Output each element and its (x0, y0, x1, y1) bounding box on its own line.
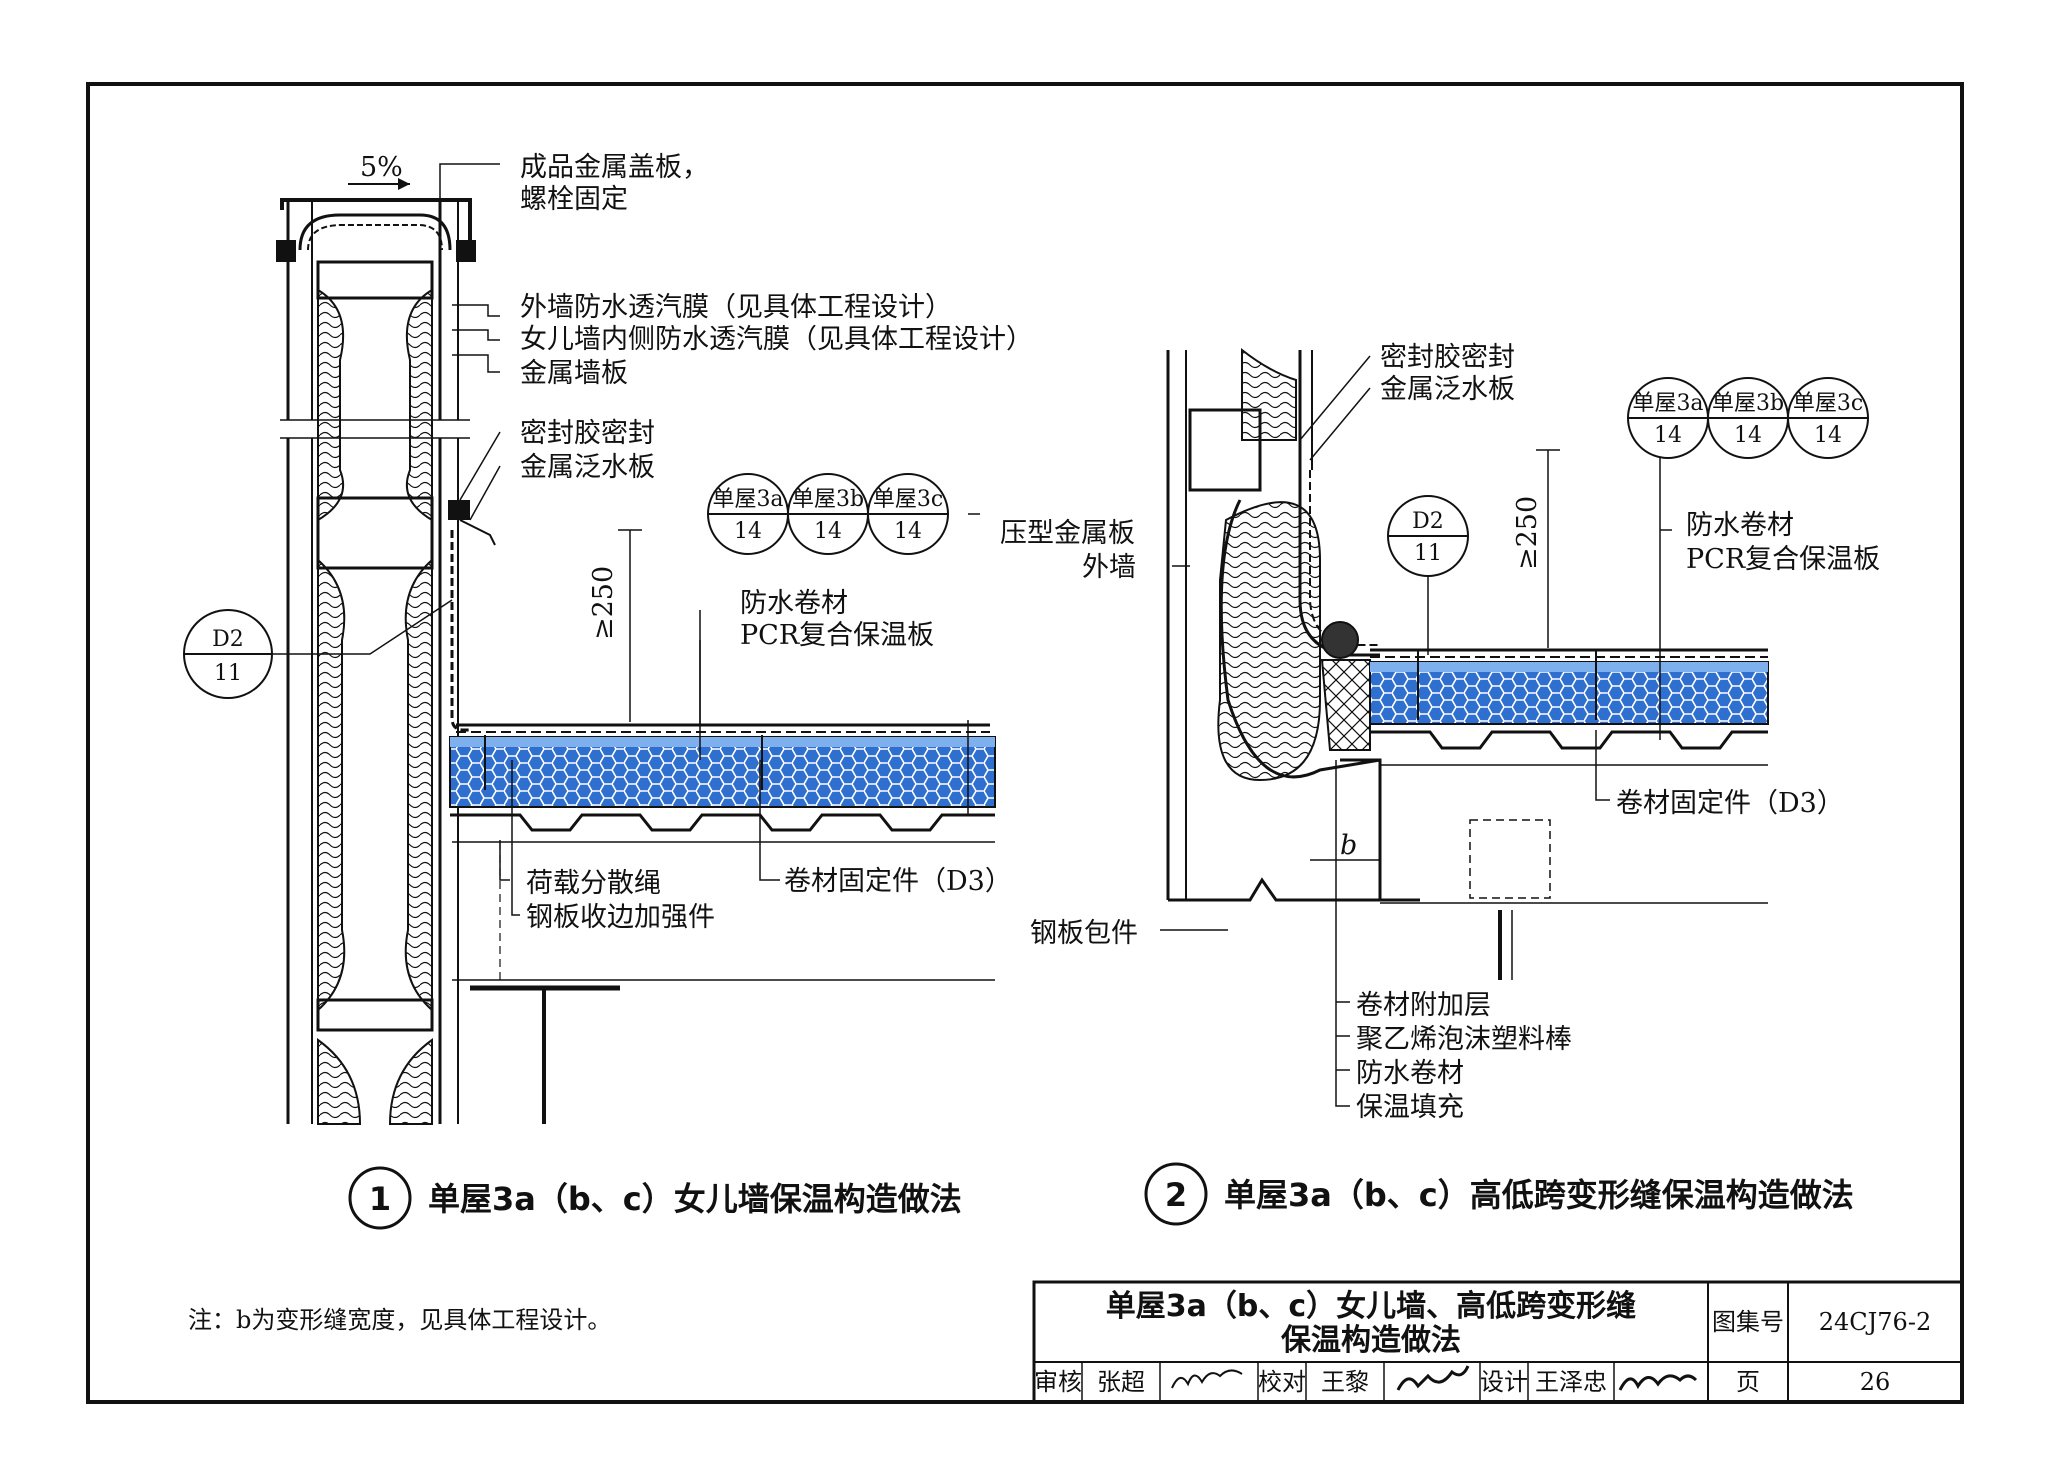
tb-review-label: 审核 (1034, 1368, 1082, 1396)
slope-label: 5% (360, 152, 403, 183)
svg-text:D2: D2 (1412, 509, 1444, 534)
label-add-layer: 卷材附加层 (1356, 990, 1491, 1021)
detail-1-refs: 单屋3a 14 单屋3b 14 单屋3c 14 (707, 473, 949, 555)
detail-2-leaders (1160, 355, 1672, 1107)
label-foam-rod: 聚乙烯泡沫塑料棒 (1356, 1024, 1572, 1055)
detail-1-callout: D2 11 (183, 609, 273, 699)
ref-2c: 单屋3c (1793, 391, 1863, 416)
tb-title-line2: 保温构造做法 (1281, 1323, 1461, 1358)
label-flashing: 金属泛水板 (520, 452, 655, 483)
ref-1b: 单屋3b (792, 487, 864, 512)
title-block: 单屋3a（b、c）女儿墙、高低跨变形缝 保温构造做法 图集号 24CJ76-2 … (1032, 1280, 1964, 1404)
label-outer-wall: 外墙 (1082, 552, 1136, 583)
svg-text:14: 14 (1814, 423, 1842, 448)
detail-1-title: 1 单屋3a（b、c）女儿墙保温构造做法 (348, 1166, 962, 1230)
label-height: ≥250 (588, 566, 619, 640)
detail-2-title: 2 单屋3a（b、c）高低跨变形缝保温构造做法 (1144, 1162, 1854, 1226)
label-inner-membrane: 女儿墙内侧防水透汽膜（见具体工程设计） (520, 324, 1033, 355)
tb-designer-signature (1618, 1374, 1698, 1391)
svg-text:11: 11 (214, 661, 242, 686)
tb-reviewer: 张超 (1097, 1368, 1145, 1396)
note-text: 注：b为变形缝宽度，见具体工程设计。 (188, 1306, 611, 1334)
label-b: b (1340, 830, 1357, 861)
label-membrane: 防水卷材 (740, 588, 848, 619)
label-rope: 荷载分散绳 (526, 868, 661, 899)
label-fastener-2: 卷材固定件（D3） (1616, 788, 1844, 819)
svg-text:1: 1 (369, 1180, 391, 1218)
tb-page-label: 页 (1736, 1368, 1760, 1396)
label-sealant: 密封胶密封 (520, 418, 655, 449)
label-wall-panel: 金属墙板 (520, 358, 628, 389)
tb-design-label: 设计 (1480, 1368, 1528, 1396)
tb-check-label: 校对 (1258, 1368, 1306, 1396)
label-edge: 钢板收边加强件 (526, 902, 715, 933)
svg-text:2: 2 (1165, 1176, 1187, 1214)
ref-1c: 单屋3c (873, 487, 943, 512)
label-wrap-plate: 钢板包件 (1030, 918, 1138, 949)
label-membrane-2: 防水卷材 (1686, 510, 1794, 541)
label-membrane-3: 防水卷材 (1356, 1058, 1464, 1089)
detail-2-expansion-joint (1166, 347, 1769, 980)
label-fastener: 卷材固定件（D3） (784, 866, 1012, 897)
detail-2-refs: 单屋3a 14 单屋3b 14 单屋3c 14 (1627, 377, 1869, 459)
detail-2-callout: D2 11 (1387, 495, 1469, 655)
label-height-2: ≥250 (1512, 496, 1543, 570)
ref-2b: 单屋3b (1712, 391, 1784, 416)
tb-page-no: 26 (1860, 1368, 1891, 1396)
tb-atlas-no: 24CJ76-2 (1819, 1308, 1931, 1336)
svg-text:单屋3a（b、c）女儿墙保温构造做法: 单屋3a（b、c）女儿墙保温构造做法 (428, 1180, 962, 1218)
ref-1a: 单屋3a (712, 487, 783, 512)
label-fill: 保温填充 (1356, 1092, 1464, 1123)
label-flashing-2: 金属泛水板 (1380, 374, 1515, 405)
svg-text:14: 14 (1734, 423, 1762, 448)
sheet-border (86, 82, 1964, 1404)
label-pcr: PCR复合保温板 (740, 620, 934, 651)
label-cover: 成品金属盖板， (520, 152, 709, 183)
tb-atlas-label: 图集号 (1712, 1308, 1784, 1336)
svg-text:14: 14 (894, 519, 922, 544)
ref-2a: 单屋3a (1632, 391, 1703, 416)
tb-title-line1: 单屋3a（b、c）女儿墙、高低跨变形缝 (1106, 1289, 1636, 1324)
label-outer-membrane: 外墙防水透汽膜（见具体工程设计） (520, 292, 952, 323)
tb-checker: 王黎 (1321, 1368, 1369, 1396)
svg-text:11: 11 (1414, 541, 1442, 566)
tb-reviewer-signature (1171, 1369, 1243, 1389)
svg-text:单屋3a（b、c）高低跨变形缝保温构造做法: 单屋3a（b、c）高低跨变形缝保温构造做法 (1224, 1176, 1854, 1214)
tb-designer: 王泽忠 (1535, 1368, 1607, 1396)
svg-text:14: 14 (814, 519, 842, 544)
svg-text:14: 14 (734, 519, 762, 544)
label-profiled-panel: 压型金属板 (1000, 518, 1135, 549)
detail-1-leaders (272, 163, 980, 916)
label-cover-bolt: 螺栓固定 (520, 184, 628, 215)
svg-text:14: 14 (1654, 423, 1682, 448)
detail-1-parapet (276, 178, 996, 1125)
tb-checker-signature (1396, 1365, 1470, 1391)
label-sealant-2: 密封胶密封 (1380, 342, 1515, 373)
svg-text:D2: D2 (212, 627, 244, 652)
label-pcr-2: PCR复合保温板 (1686, 544, 1880, 575)
